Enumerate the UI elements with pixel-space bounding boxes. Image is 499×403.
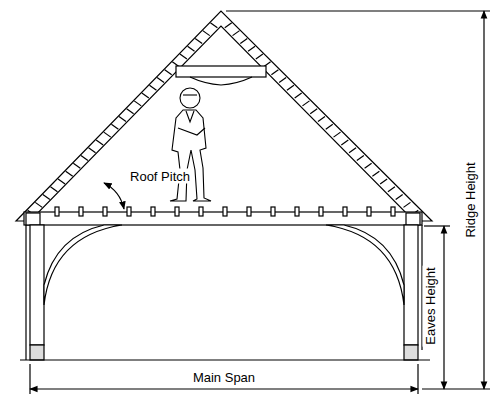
tile-mark [195,38,202,43]
wall-plate [406,213,420,225]
pitch-arc [104,183,124,209]
tile-mark [240,38,247,43]
collar-beam [176,66,266,77]
tile-mark [134,101,141,106]
tile-mark [66,171,73,176]
tile-mark [233,31,240,36]
ground-line [20,359,430,360]
tile-mark [271,70,278,75]
joist [79,207,83,216]
tile-mark [279,77,286,82]
joist [175,207,179,216]
post [404,225,418,345]
dimension-line [443,226,444,389]
tile-mark [248,46,255,51]
joist [319,207,323,216]
joist [391,207,395,216]
tile-mark [43,195,50,200]
roof-tiles [28,23,419,215]
tile-mark [295,93,302,98]
tile-mark [149,85,156,90]
joist [55,207,59,216]
tile-mark [58,179,65,184]
tile-mark [119,117,126,122]
tile-mark [256,54,263,59]
tile-mark [210,23,217,28]
post [30,225,44,345]
curved-brace [44,225,122,305]
tile-mark [73,163,80,168]
tile-mark [349,148,356,153]
cladding [25,225,26,360]
tile-mark [111,124,118,129]
curved-brace [326,225,404,305]
dimension-line [30,388,418,389]
joist [223,207,227,216]
tile-mark [203,31,210,36]
joist [295,207,299,216]
tile-mark [326,124,333,129]
tile-mark [157,77,164,82]
pitch-label: Roof Pitch [128,169,192,184]
joist [103,207,107,216]
tile-mark [180,54,187,59]
person-figure [170,88,211,201]
roof-covering [16,11,432,221]
tile-mark [165,70,172,75]
tile-mark [310,109,317,114]
tile-mark [142,93,149,98]
tile-mark [287,85,294,90]
tile-mark [104,132,111,137]
joist [151,207,155,216]
extension-line [226,10,490,11]
tile-mark [334,132,341,137]
dimension-line [483,11,484,389]
tile-mark [318,117,325,122]
tile-mark [89,148,96,153]
tile-mark [127,109,134,114]
dimension-label: Ridge Height [463,160,478,239]
tile-mark [96,140,103,145]
tile-mark [81,156,88,161]
dimension-label: Eaves Height [423,265,438,346]
tile-mark [388,187,395,192]
joist [343,207,347,216]
joist [271,207,275,216]
tile-mark [225,23,232,28]
joist [247,207,251,216]
dimension-label: Main Span [191,370,257,385]
tile-mark [380,179,387,184]
floor-joists [55,207,395,216]
tile-mark [341,140,348,145]
tile-mark [365,163,372,168]
extension-line [424,225,450,226]
wall-plate [26,213,40,225]
tile-mark [35,202,42,207]
collar-brace [190,77,252,85]
joist [127,207,131,216]
tile-mark [50,187,57,192]
tile-mark [188,46,195,51]
joist [199,207,203,216]
extension-line [422,388,490,389]
post-pad [30,345,44,360]
tile-mark [396,195,403,200]
tile-mark [372,171,379,176]
tile-mark [403,202,410,207]
post-pad [404,345,418,360]
joist [367,207,371,216]
tile-mark [302,101,309,106]
tile-mark [357,156,364,161]
